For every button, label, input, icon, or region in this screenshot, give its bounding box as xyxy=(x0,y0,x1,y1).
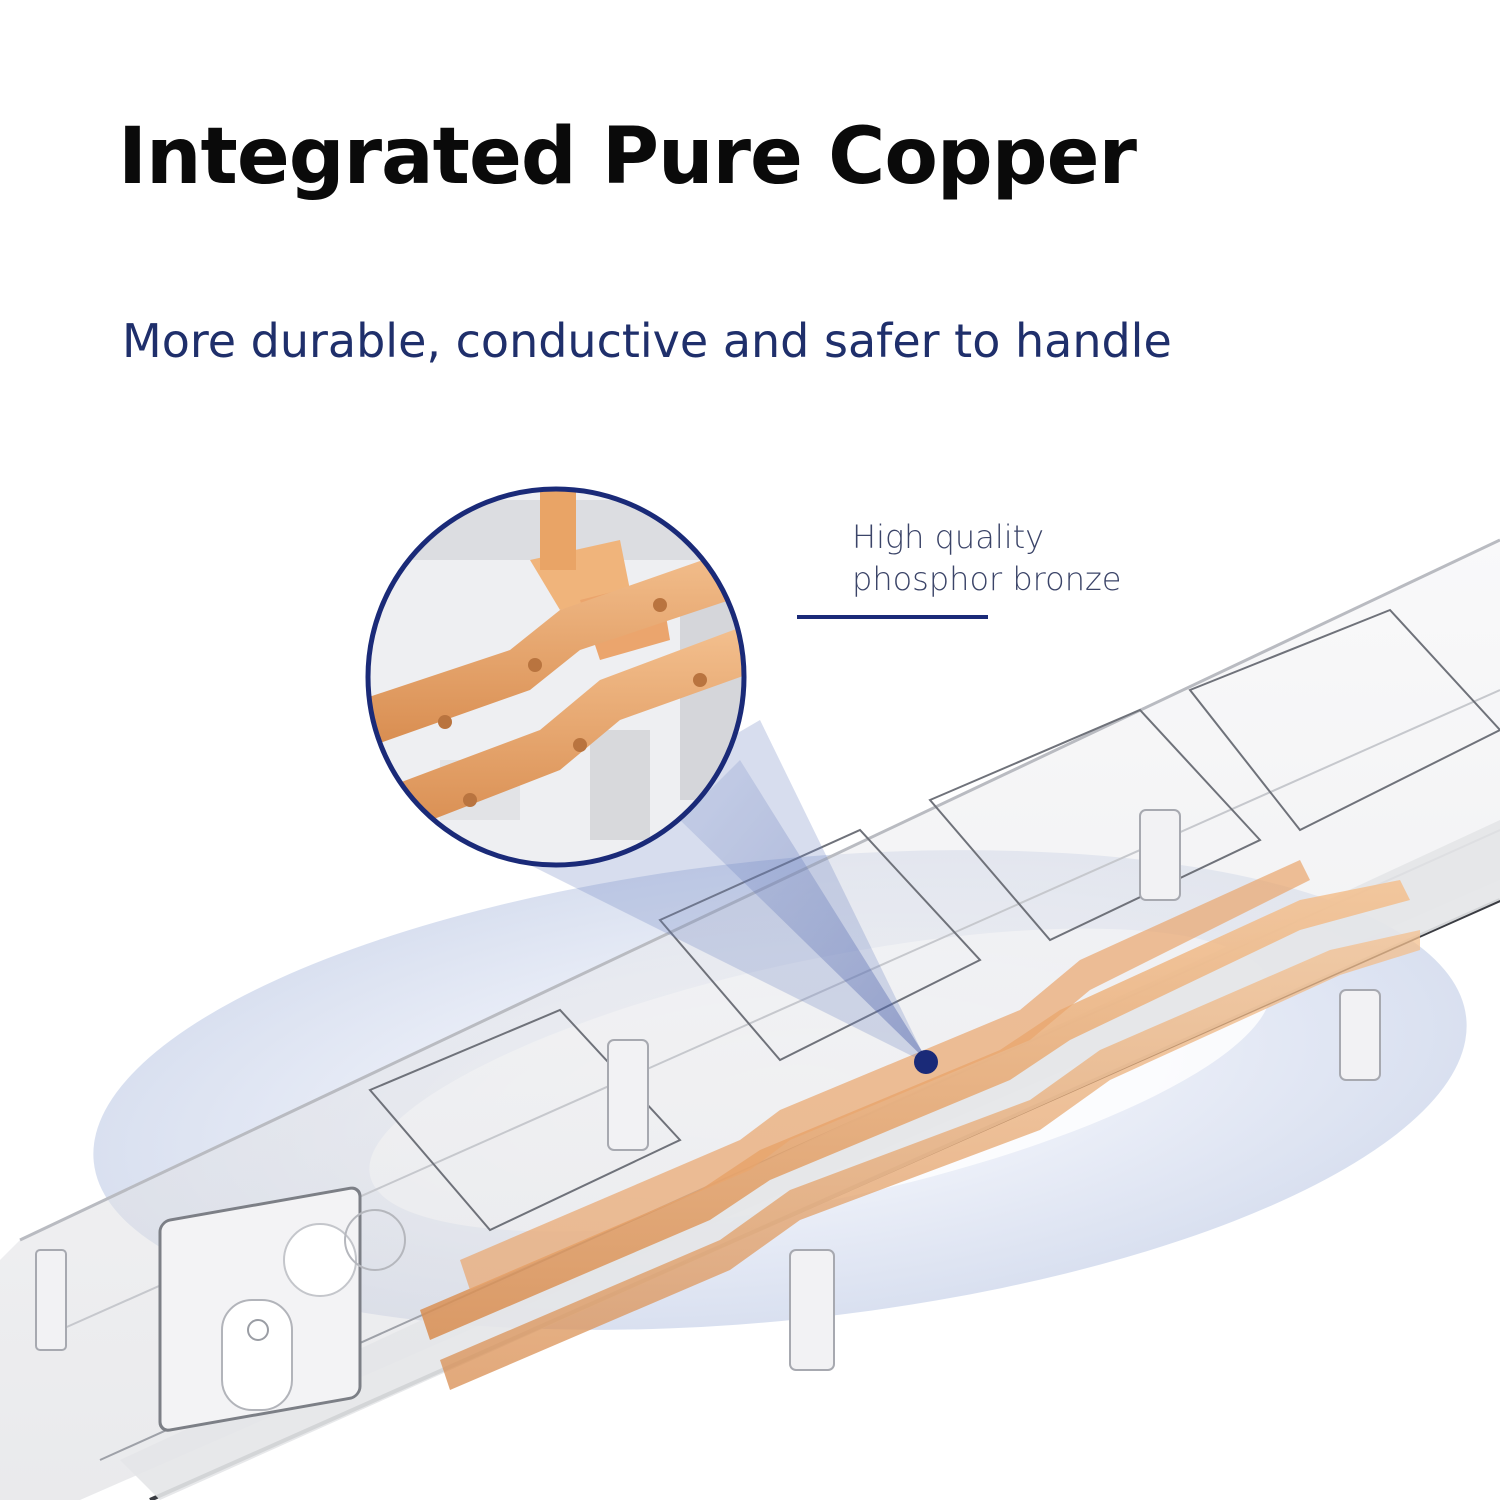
callout-pointer-icon xyxy=(797,615,988,1074)
callout-line-1: High quality xyxy=(852,518,1045,556)
power-switch-icon xyxy=(158,1186,406,1432)
magnifier-lens-icon xyxy=(365,486,747,868)
page-title: Integrated Pure Copper xyxy=(118,112,1137,202)
callout-label: High quality phosphor bronze xyxy=(852,516,1121,600)
copper-strip-icon xyxy=(420,860,1420,1390)
magnifier-beam xyxy=(680,760,930,1064)
housing-posts xyxy=(35,809,1381,1371)
callout-line-2: phosphor bronze xyxy=(852,560,1122,598)
page-subtitle: More durable, conductive and safer to ha… xyxy=(122,314,1172,368)
